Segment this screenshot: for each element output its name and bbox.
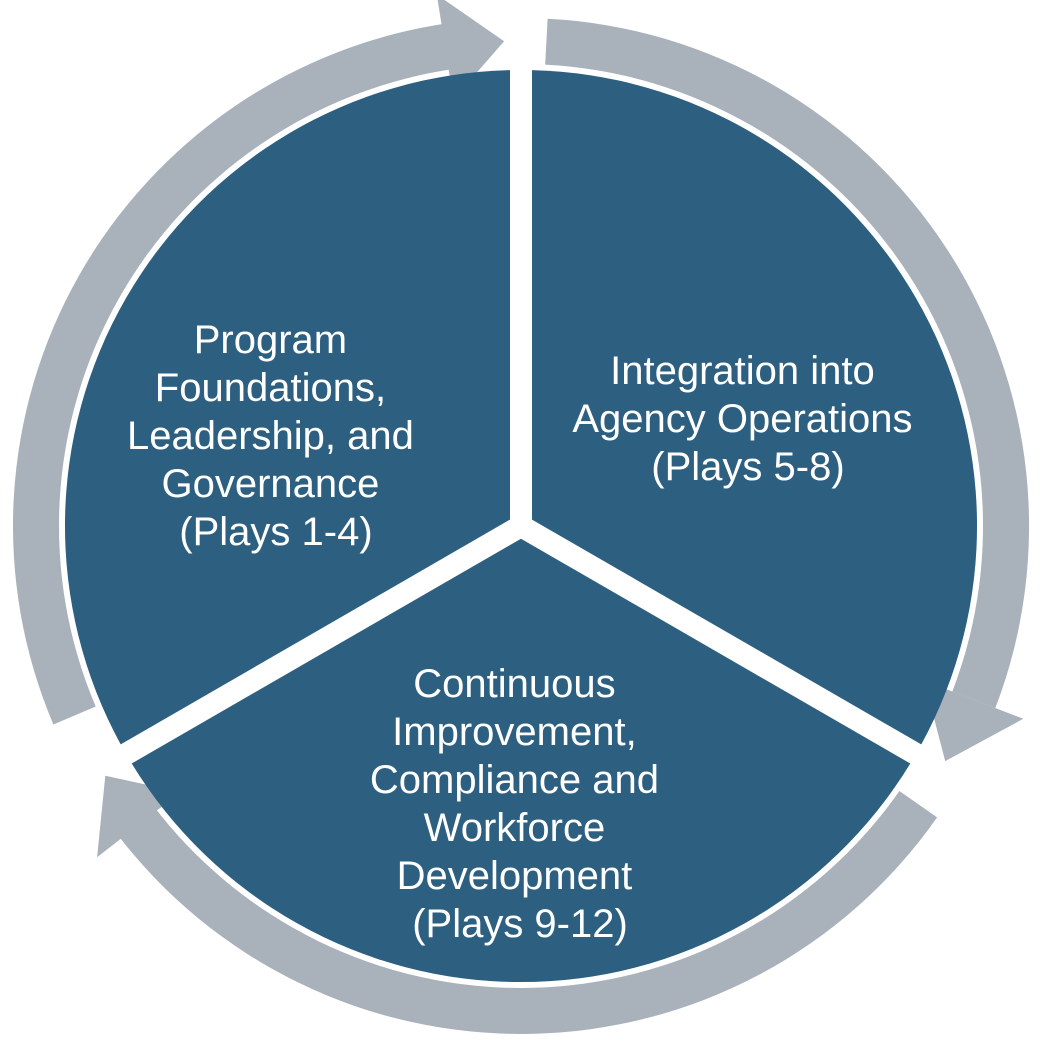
label-line: (Plays 9-12) [412, 902, 628, 946]
segment-continuous-improvement [131, 538, 911, 983]
segment-labels: Program Foundations, Leadership, and Gov… [127, 318, 923, 946]
label-line: (Plays 5-8) [651, 445, 844, 489]
arrowhead-right-icon [924, 680, 1024, 762]
ring-arc-top-right [545, 18, 1030, 709]
segments [64, 70, 978, 983]
label-line: Leadership, and [127, 414, 414, 458]
label-line: Workforce [424, 806, 606, 850]
segment-program-foundations [64, 70, 510, 745]
arrow-ring [12, 0, 1030, 1034]
label-program-foundations: Program Foundations, Leadership, and Gov… [127, 318, 425, 554]
ring-arc-left [12, 22, 457, 725]
label-line: (Plays 1-4) [179, 510, 372, 554]
label-line: Improvement, [392, 710, 637, 754]
label-integration: Integration into Agency Operations (Play… [572, 349, 923, 489]
ring-arc-bottom [115, 791, 938, 1034]
label-line: Program [194, 318, 347, 362]
label-line: Development [397, 854, 633, 898]
segment-integration [532, 70, 978, 745]
label-line: Agency Operations [572, 397, 912, 441]
arrowhead-top-icon [437, 0, 505, 100]
label-line: Foundations, [155, 366, 386, 410]
label-line: Compliance and [370, 758, 659, 802]
label-continuous-improvement: Continuous Improvement, Compliance and W… [370, 662, 670, 946]
label-line: Continuous [413, 662, 615, 706]
label-line: Governance [161, 462, 379, 506]
label-line: Integration into [610, 349, 875, 393]
